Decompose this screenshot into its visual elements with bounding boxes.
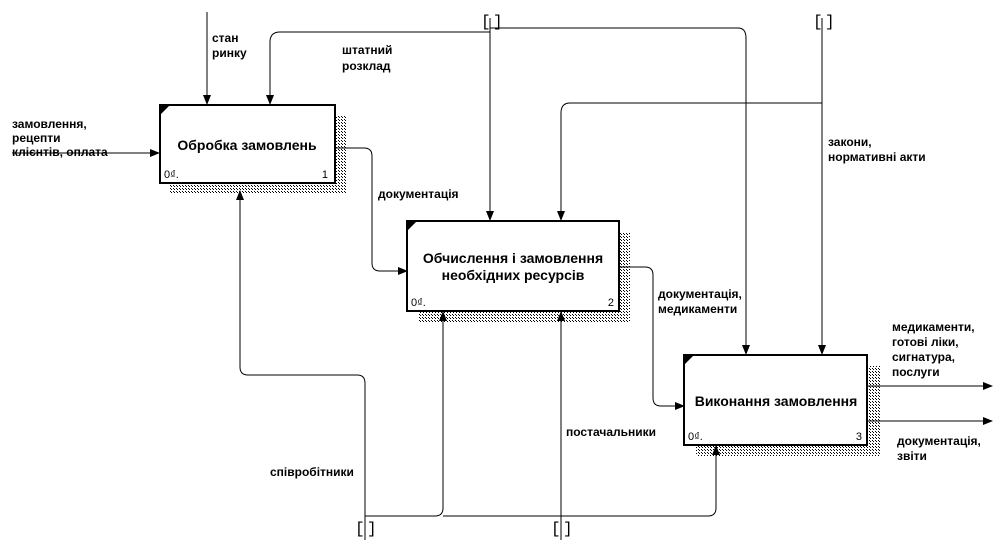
label-out-docs-line1: документація, xyxy=(897,434,981,448)
label-out-meds-line3: сигнатура, xyxy=(892,350,955,364)
svg-text:]: ] xyxy=(367,520,377,538)
arrow-laws-to-box2 xyxy=(557,102,822,221)
label-out-docs-line2: звіти xyxy=(897,449,927,463)
svg-text:[: [ xyxy=(813,13,823,31)
label-orders-line2: рецепти xyxy=(12,131,61,145)
label-staff-line1: штатний xyxy=(342,43,392,57)
box1-title: Обробка замовлень xyxy=(177,137,317,153)
svg-text:[: [ xyxy=(551,520,561,538)
arrow-employees-to-box2 xyxy=(365,311,447,517)
arrow-employees-to-box1 xyxy=(236,190,366,540)
tunnel-bottom-suppliers: [ ] xyxy=(551,520,573,538)
label-market-line2: ринку xyxy=(212,46,247,60)
box2-cost: 0₫. xyxy=(411,297,426,309)
label-out-meds-line2: готові ліки, xyxy=(892,335,959,349)
arrow-staff-schedule xyxy=(266,31,490,105)
box3-title: Виконання замовлення xyxy=(695,393,858,409)
tunnel-bottom-employees: [ ] xyxy=(355,520,377,538)
box3-cost: 0₫. xyxy=(688,431,703,443)
label-orders-line3: клієнтів, оплата xyxy=(12,145,108,159)
label-orders-line1: замовлення, xyxy=(12,117,87,131)
activity-box-2[interactable]: Обчислення і замовлення необхідних ресур… xyxy=(406,220,620,312)
label-laws-line1: закони, xyxy=(828,135,872,149)
box1-cost: 0₫. xyxy=(164,169,179,181)
box1-number: 1 xyxy=(322,169,328,181)
activity-box-1[interactable]: Обробка замовлень 0₫. 1 xyxy=(159,104,336,184)
svg-text:]: ] xyxy=(563,520,573,538)
label-docs-1-2: документація xyxy=(378,187,459,201)
svg-text:[: [ xyxy=(481,13,491,31)
box2-number: 2 xyxy=(608,297,614,309)
arrow-employees-to-box3 xyxy=(443,445,720,517)
tunnel-top-laws: [ ] xyxy=(813,13,835,31)
svg-text:[: [ xyxy=(355,520,365,538)
svg-text:]: ] xyxy=(825,13,835,31)
label-suppliers: постачальники xyxy=(566,425,656,439)
tunnel-top-staff: [ ] xyxy=(481,13,503,31)
label-market-line1: стан xyxy=(212,31,238,45)
label-laws-line2: нормативні акти xyxy=(828,150,926,164)
box2-title-line2: необхідних ресурсів xyxy=(442,267,585,283)
svg-text:]: ] xyxy=(493,13,503,31)
activity-box-3[interactable]: Виконання замовлення 0₫. 3 xyxy=(683,354,868,446)
label-employees: співробітники xyxy=(270,465,354,479)
arrow-docs-1-2 xyxy=(335,147,408,275)
label-out-meds-line4: послуги xyxy=(892,365,940,379)
label-out-meds-line1: медикаменти, xyxy=(892,320,975,334)
arrow-staff-to-box3 xyxy=(490,27,750,355)
box2-title-line1: Обчислення і замовлення xyxy=(423,250,603,266)
box3-number: 3 xyxy=(856,431,862,443)
label-docs-meds-line2: медикаменти xyxy=(658,302,737,316)
arrow-docs-meds-2-3 xyxy=(620,266,685,410)
label-staff-line2: розклад xyxy=(342,59,391,73)
label-docs-meds-line1: документація, xyxy=(658,287,742,301)
